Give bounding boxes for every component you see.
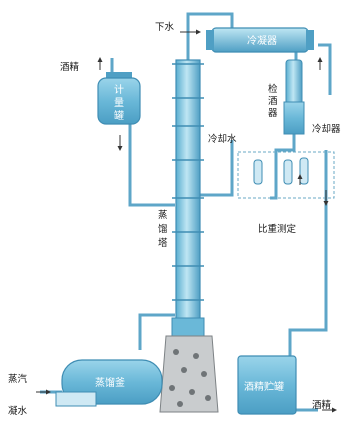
alcohol-feed-label: 酒精 — [60, 61, 80, 73]
still-label: 蒸馏釜 — [95, 376, 125, 389]
furnace-base — [159, 335, 219, 413]
distillation-tower — [171, 59, 205, 337]
alcohol-tank-label: 酒精贮罐 — [244, 380, 284, 393]
flow-arrows — [36, 29, 337, 413]
feed-pipe — [128, 122, 175, 207]
product-pipe — [288, 150, 328, 356]
density-label: 比重测定 — [258, 223, 297, 235]
meter-tank-label-1: 量 — [114, 97, 124, 109]
hydrometer-vials — [253, 157, 309, 185]
meter-tank-label-0: 计 — [114, 83, 124, 96]
tower-label-0: 蒸 — [158, 209, 168, 221]
cooler-label: 冷却器 — [312, 123, 341, 135]
inspection-label-2: 器 — [268, 108, 278, 119]
cooling-water-label: 冷却水 — [208, 133, 237, 145]
steam-label: 蒸汽 — [8, 373, 28, 385]
metering-tank — [97, 72, 141, 125]
tower-label-1: 馏 — [158, 223, 168, 235]
meter-tank-label-2: 罐 — [114, 109, 124, 122]
inspection-label-0: 检 — [268, 83, 278, 95]
condenser: 冷凝器 — [206, 27, 314, 53]
inspection-device — [283, 59, 305, 135]
density-box — [237, 151, 335, 199]
still-boiler: 蒸馏釜 — [55, 359, 163, 407]
cooling-return-pipe — [318, 43, 332, 95]
alcohol-out-label: 酒精 — [312, 399, 332, 411]
lower-water-label: 下水 — [155, 21, 175, 33]
cooling-water-pipe — [200, 140, 234, 197]
condenser-label: 冷凝器 — [247, 34, 277, 47]
tower-label-2: 塔 — [158, 237, 168, 249]
bottom-pipe — [138, 313, 175, 350]
alcohol-tank: 酒精贮罐 — [237, 355, 297, 415]
inspection-label-1: 酒 — [268, 96, 278, 107]
vapor-pipe — [186, 12, 234, 60]
condensate-label: 凝水 — [8, 405, 28, 417]
